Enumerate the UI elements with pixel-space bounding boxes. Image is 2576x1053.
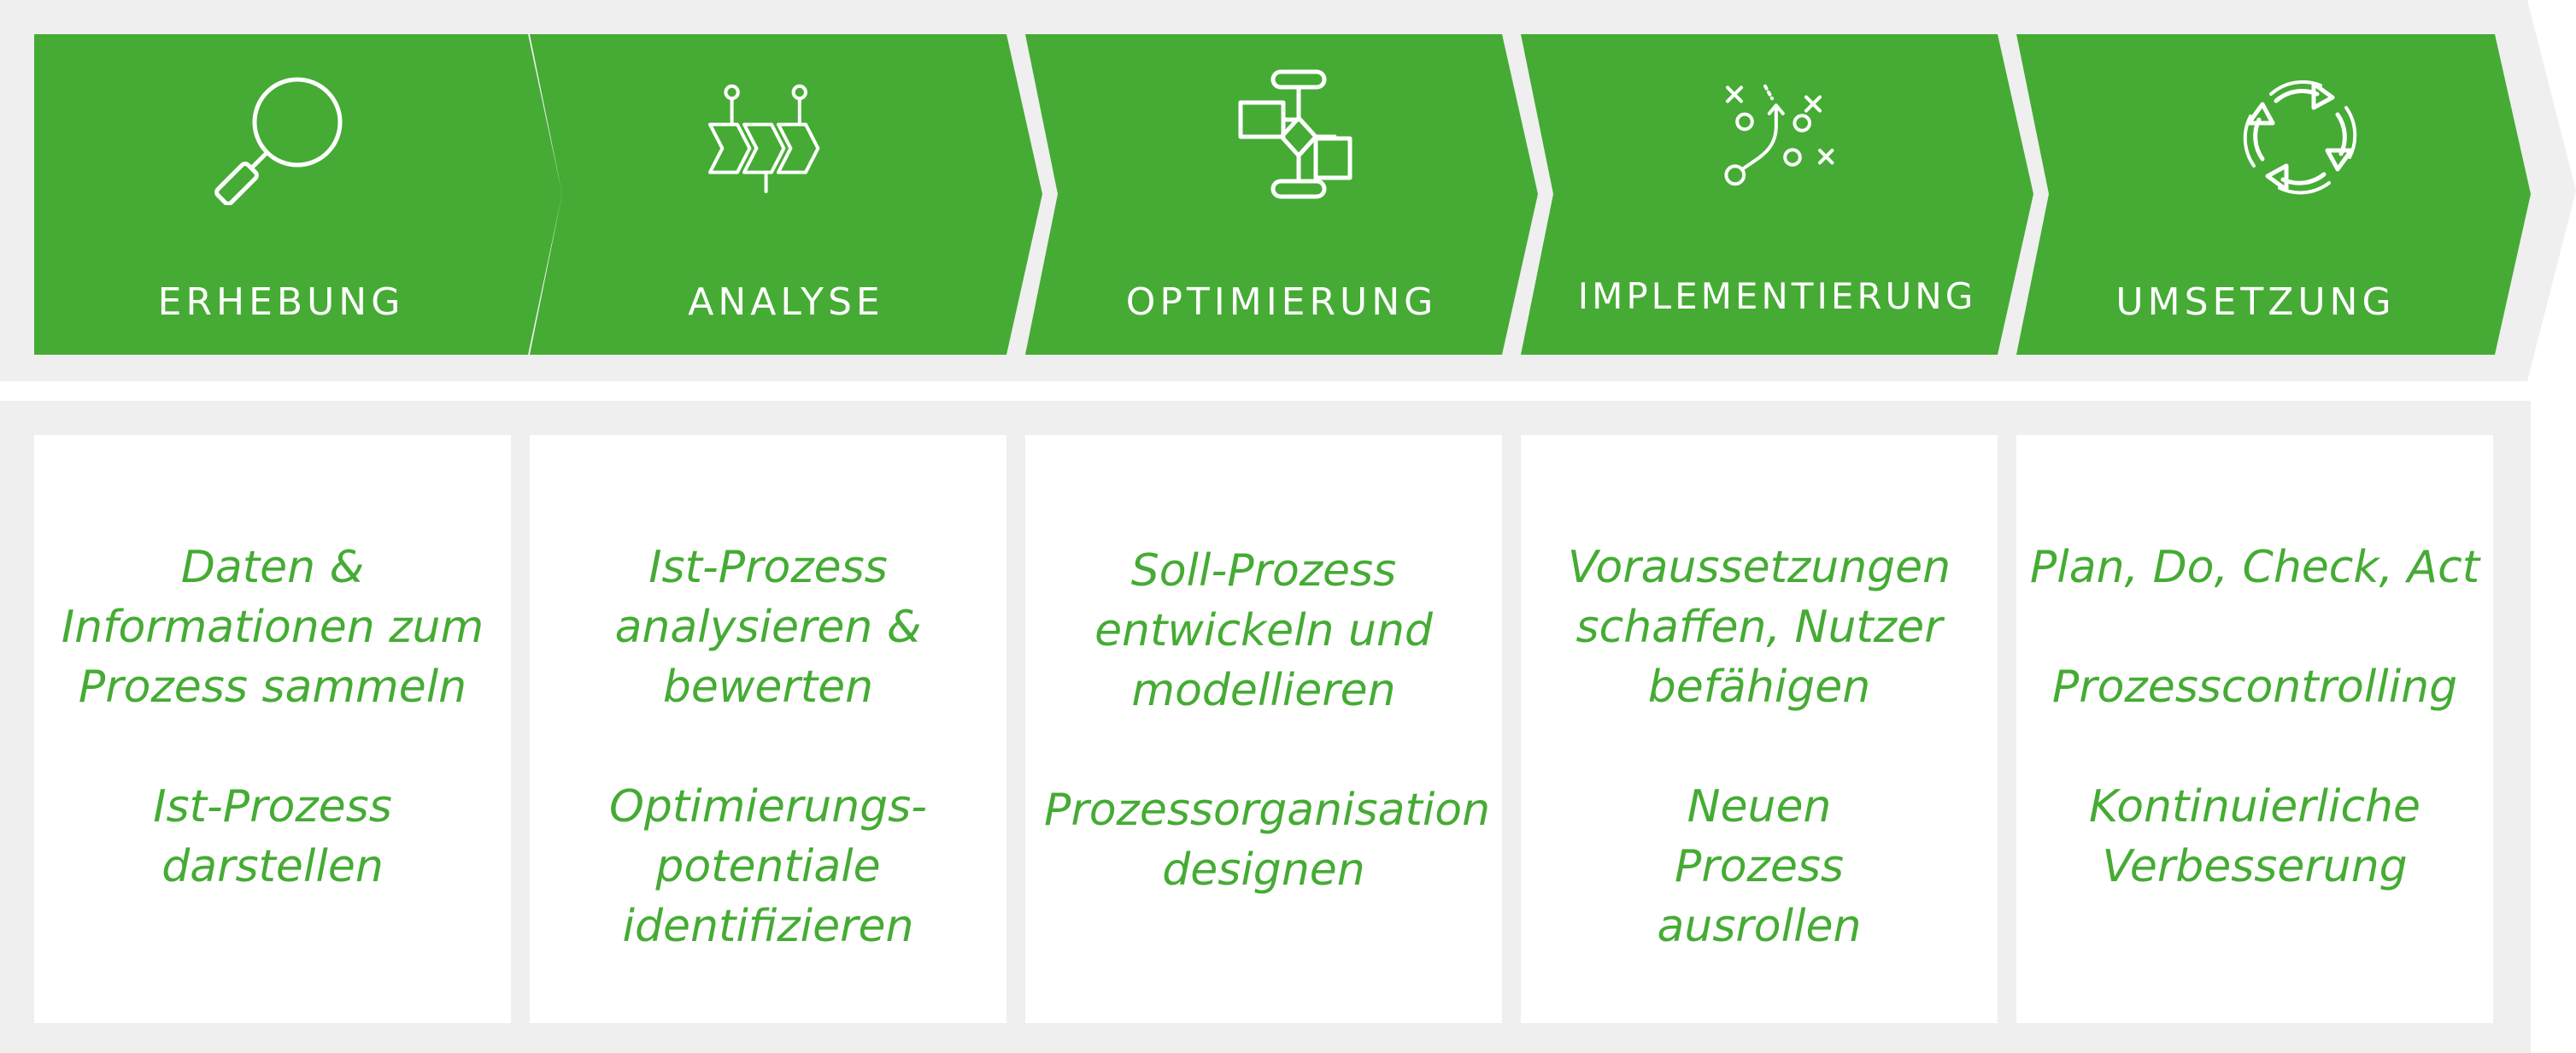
description-card-analyse: Ist-Prozess analysieren & bewerten Optim… [530,435,1006,1023]
card-item: Voraussetzungen schaffen, Nutzer befähig… [1567,542,1951,713]
card-item: Prozesscontrolling [2051,662,2458,713]
chevron-shape [2016,34,2531,355]
step-label: ANALYSE [688,280,884,324]
step-erhebung: ERHEBUNG [34,34,562,355]
flowchart-icon [1230,68,1367,205]
step-label: OPTIMIERUNG [1125,280,1438,324]
description-card-optimierung: Soll-Prozess entwickeln und modellieren … [1025,435,1502,1023]
card-item: Prozessorganisation designen [1044,785,1491,896]
card-content: Plan, Do, Check, Act Prozesscontrolling … [2016,538,2493,956]
card-item: Plan, Do, Check, Act [2029,542,2480,593]
step-label: IMPLEMENTIERUNG [1577,275,1977,317]
card-content: Ist-Prozess analysieren & bewerten Optim… [530,538,1006,1016]
process-chain-icon [703,68,840,205]
card-item: Neuen Prozess ausrollen [1657,781,1862,952]
step-analyse: ANALYSE [530,34,1042,355]
magnifier-icon [212,68,349,205]
step-umsetzung: UMSETZUNG [2016,34,2531,355]
chevron-shape [34,34,562,355]
card-content: Soll-Prozess entwickeln und modellieren … [1025,541,1502,960]
card-content: Voraussetzungen schaffen, Nutzer befähig… [1521,538,1998,1016]
description-card-erhebung: Daten & Informationen zum Prozess sammel… [34,435,511,1023]
card-item: Soll-Prozess entwickeln und modellieren [1094,545,1433,716]
card-content: Daten & Informationen zum Prozess sammel… [34,538,511,956]
description-card-implementierung: Voraussetzungen schaffen, Nutzer befähig… [1521,435,1998,1023]
card-item: Ist-Prozess analysieren & bewerten [614,542,922,713]
cycle-arrows-icon [2232,68,2368,205]
description-card-umsetzung: Plan, Do, Check, Act Prozesscontrolling … [2016,435,2493,1023]
chevron-shape [530,34,1042,355]
step-label: ERHEBUNG [157,280,405,324]
card-item: Daten & Informationen zum Prozess sammel… [61,542,484,713]
card-item: Optimierungs-potentiale identifizieren [608,781,928,952]
card-item: Ist-Prozess darstellen [153,781,392,892]
strategy-play-icon [1717,68,1854,205]
step-optimierung: OPTIMIERUNG [1025,34,1538,355]
step-label: UMSETZUNG [2115,280,2396,324]
chevron-shape [1521,34,2033,355]
card-item: Kontinuierliche Verbesserung [2088,781,2421,892]
step-implementierung: IMPLEMENTIERUNG [1521,34,2033,355]
